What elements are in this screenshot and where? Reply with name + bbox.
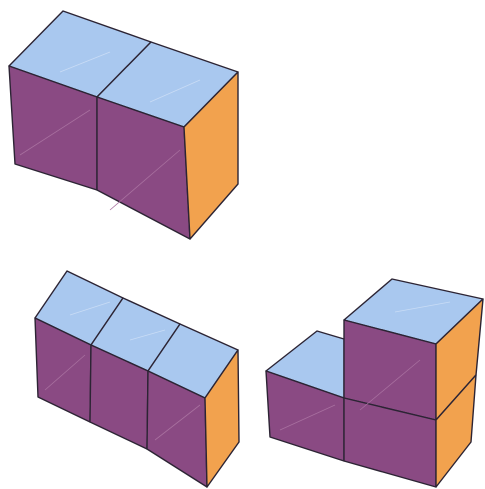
shading-line	[279, 404, 336, 431]
shading-line	[109, 149, 181, 211]
shading-line	[44, 354, 86, 391]
two-cube-block	[8, 10, 239, 240]
lower-cube-side-face	[435, 374, 477, 488]
cube-2-side-face	[183, 71, 239, 240]
shading-line	[129, 329, 166, 341]
cube-3-side-face	[204, 349, 240, 488]
shading-line	[359, 359, 421, 411]
l-shaped-block	[265, 278, 484, 488]
shading-line	[19, 109, 91, 156]
shading-line	[59, 51, 111, 73]
shading-line	[154, 404, 201, 441]
shading-line	[394, 301, 451, 313]
shading-line	[149, 79, 201, 103]
shading-line	[69, 301, 111, 316]
three-cube-block	[34, 270, 240, 488]
